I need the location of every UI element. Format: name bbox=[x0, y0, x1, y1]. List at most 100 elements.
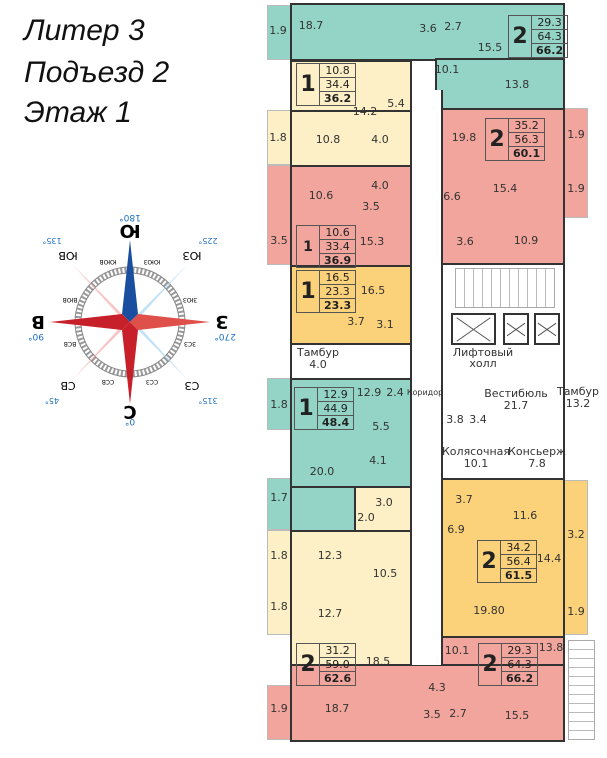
room-area: 1.9 bbox=[567, 605, 585, 618]
apartment-5[interactable] bbox=[290, 265, 412, 345]
compass-deg-nw: 315° bbox=[198, 396, 217, 405]
staircase bbox=[455, 268, 555, 308]
apartment-1[interactable] bbox=[290, 3, 565, 61]
compass-ring-label: ВЮВ bbox=[63, 296, 78, 303]
room-area: 3.0 bbox=[375, 496, 393, 509]
room-area: 20.0 bbox=[309, 465, 335, 478]
elevator bbox=[503, 313, 529, 345]
room-area: 1.9 bbox=[269, 24, 287, 37]
room-area: 1.9 bbox=[567, 128, 585, 141]
compass-deg-s: 180° bbox=[119, 212, 141, 222]
room-area: 5.4 bbox=[387, 97, 405, 110]
compass-n: С bbox=[123, 401, 136, 422]
lift-hall-label: Лифтовый холл bbox=[452, 346, 514, 370]
compass-w: З bbox=[216, 311, 229, 332]
compass-nw: СЗ bbox=[185, 379, 200, 392]
apartment-7[interactable] bbox=[290, 530, 412, 667]
compass-s: Ю bbox=[119, 220, 140, 241]
compass-ring-label: ЮЮВ bbox=[99, 258, 116, 265]
compass-ring-label: ЗСЗ bbox=[184, 340, 196, 347]
compass-deg-ne: 45° bbox=[45, 396, 59, 405]
compass-sw: ЮЗ bbox=[183, 249, 202, 262]
room-area: 6.9 bbox=[447, 523, 465, 536]
apartment-2[interactable] bbox=[290, 60, 412, 112]
compass-rose: С 0° Ю 180° В 90° З 270° СВ 45° ЮВ 135° … bbox=[28, 212, 236, 426]
room-area: 15.5 bbox=[504, 709, 530, 722]
room-area: 5.5 bbox=[372, 420, 390, 433]
room-area: 4.1 bbox=[369, 454, 387, 467]
room-area: 4.3 bbox=[428, 681, 446, 694]
compass-ring-label: ЮЮЗ bbox=[143, 258, 160, 265]
compass-needle-w bbox=[130, 314, 210, 330]
loggia bbox=[267, 165, 292, 265]
room-area: 3.4 bbox=[469, 413, 487, 426]
room-area: 3.7 bbox=[347, 315, 365, 328]
compass-deg-n: 0° bbox=[125, 416, 135, 426]
loggia bbox=[267, 110, 292, 165]
room-area: 16.5 bbox=[360, 284, 386, 297]
room-area: 3.8 bbox=[446, 413, 464, 426]
room-area: 12.3 bbox=[317, 549, 343, 562]
corridor-label: Коридор bbox=[406, 388, 444, 397]
room-area: 18.5 bbox=[365, 655, 391, 668]
compass-ne: СВ bbox=[60, 379, 75, 392]
room-area: 10.9 bbox=[513, 234, 539, 247]
room-area: 10.1 bbox=[444, 644, 470, 657]
apartment-2-part bbox=[290, 110, 412, 167]
floor-title: Этаж 1 bbox=[24, 96, 132, 129]
room-area: 19.8 bbox=[451, 131, 477, 144]
compass-needle-n bbox=[122, 322, 138, 404]
room-area: 3.2 bbox=[567, 528, 585, 541]
compass-ring-label: ССВ bbox=[102, 378, 115, 385]
loggia bbox=[267, 530, 292, 635]
room-area: 10.1 bbox=[434, 63, 460, 76]
room-area: 15.3 bbox=[359, 235, 385, 248]
room-area: 15.4 bbox=[492, 182, 518, 195]
apartment-6-part bbox=[290, 486, 356, 532]
compass-deg-w: 270° bbox=[214, 331, 236, 341]
room-area: 11.6 bbox=[512, 509, 538, 522]
apartment-7-part bbox=[354, 486, 412, 532]
room-area: 10.6 bbox=[308, 189, 334, 202]
entrance-stairs bbox=[568, 640, 595, 740]
room-area: 4.0 bbox=[371, 179, 389, 192]
compass-ring-label: ССЗ bbox=[146, 378, 158, 385]
room-area: 1.8 bbox=[269, 131, 287, 144]
room-area: 3.5 bbox=[362, 200, 380, 213]
elevator bbox=[451, 313, 496, 345]
room-area: 10.8 bbox=[315, 133, 341, 146]
room-area: 2.0 bbox=[357, 511, 375, 524]
compass-se: ЮВ bbox=[58, 249, 77, 262]
corridor bbox=[410, 90, 443, 665]
apartment-9[interactable] bbox=[290, 664, 565, 742]
room-area: 3.5 bbox=[423, 708, 441, 721]
room-area: 1.7 bbox=[270, 491, 288, 504]
room-area: 2.7 bbox=[444, 20, 462, 33]
room-area: 12.9 bbox=[356, 386, 382, 399]
compass-needle-s bbox=[122, 240, 138, 322]
room-area: 1.8 bbox=[270, 600, 288, 613]
room-area: 10.5 bbox=[372, 567, 398, 580]
room-area: 18.7 bbox=[298, 19, 324, 32]
room-area: 3.6 bbox=[456, 235, 474, 248]
room-area: 18.7 bbox=[324, 702, 350, 715]
compass-needle-e bbox=[50, 314, 130, 330]
elevator bbox=[534, 313, 560, 345]
compass-e: В bbox=[31, 311, 45, 332]
room-area: 1.9 bbox=[270, 702, 288, 715]
compass-ring-label: ЗЮЗ bbox=[183, 296, 197, 303]
compass-deg-sw: 225° bbox=[198, 236, 217, 245]
compass-minor-rays bbox=[72, 264, 188, 380]
loggia bbox=[563, 108, 588, 218]
room-area: 2.4 bbox=[386, 386, 404, 399]
